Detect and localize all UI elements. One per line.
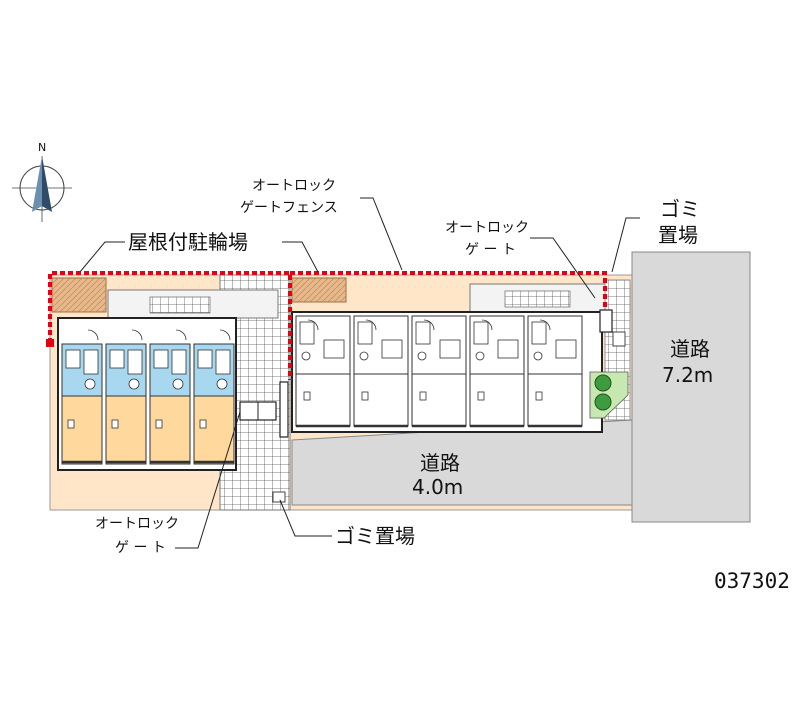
garbage-bin-bottom: [272, 491, 286, 503]
road-main-name: 道路: [420, 451, 460, 475]
unit-right: [295, 315, 351, 428]
north-letter: N: [38, 141, 46, 154]
property-id: 037302: [714, 569, 790, 593]
unit-left: [61, 329, 103, 465]
bike-roof-right: [291, 277, 347, 303]
autolock-gate-top-label-line1: オートロック: [445, 220, 529, 236]
shrub-icon: [594, 374, 612, 392]
building-right: [291, 311, 603, 433]
garbage-bottom-label: ゴミ置場: [335, 524, 415, 548]
autolock-gate-bottom-label-line1: オートロック: [95, 516, 179, 532]
unit-right: [469, 315, 525, 428]
unit-right: [353, 315, 409, 428]
shrub-icon: [594, 393, 612, 411]
autolock-gate-top-label-line2: ゲ ー ト: [465, 242, 516, 258]
road-side-width: 7.2m: [662, 363, 713, 387]
autolock-fence: [48, 271, 607, 380]
autolock-gate-bottom-label-line2: ゲ ー ト: [115, 540, 166, 556]
stairs-left: [149, 296, 211, 314]
bike-roof-left: [51, 277, 107, 313]
unit-right: [527, 315, 583, 428]
garbage-top-label-line1: ゴミ: [660, 197, 700, 221]
compass-icon: N: [12, 141, 72, 222]
unit-left: [105, 329, 147, 465]
road-side-name: 道路: [670, 337, 710, 361]
bicycle-parking-label: 屋根付駐輪場: [128, 230, 248, 254]
garbage-bin-top: [612, 331, 626, 347]
stairs-right: [504, 290, 571, 308]
unit-right: [411, 315, 467, 428]
unit-left: [193, 329, 235, 465]
building-left: [57, 317, 237, 471]
garbage-top-label-line2: 置場: [658, 223, 698, 247]
road-side: [631, 251, 751, 523]
leader-lines: [79, 197, 640, 549]
autolock-fence-label-line1: オートロック: [252, 178, 336, 194]
autolock-fence-label-line2: ゲートフェンス: [240, 200, 338, 216]
autolock-gate-top: [599, 309, 613, 333]
road-main-width: 4.0m: [412, 475, 463, 499]
unit-left: [149, 329, 191, 465]
